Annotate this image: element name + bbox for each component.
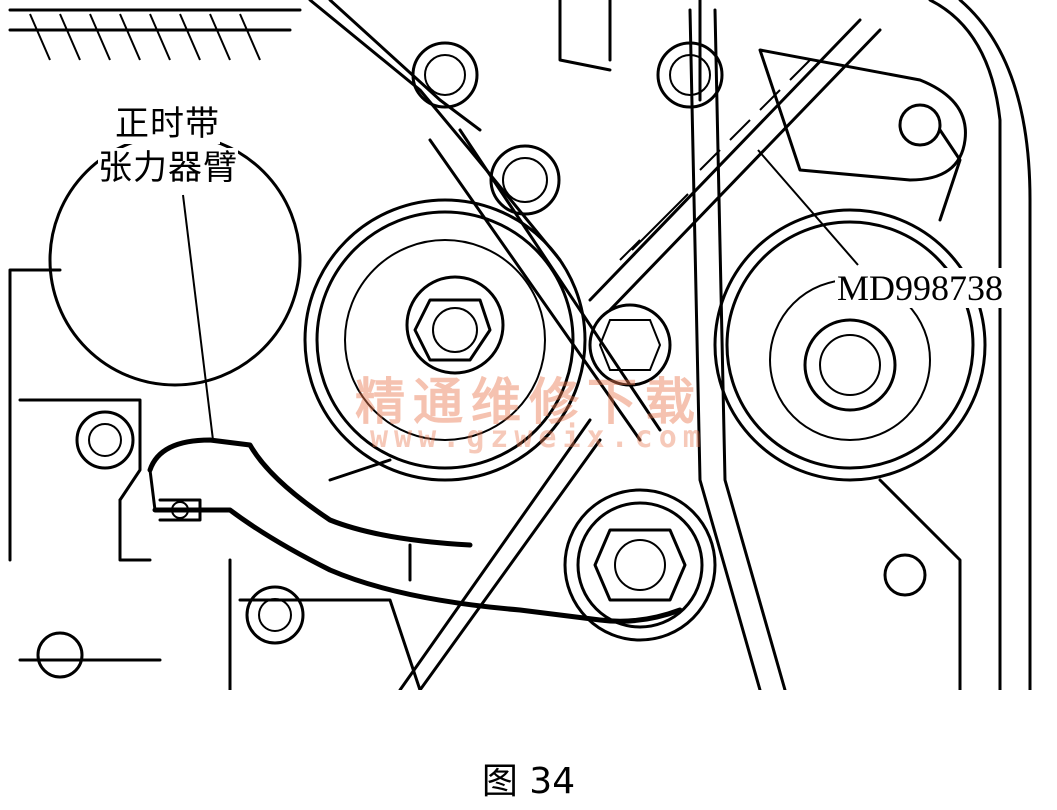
- small-bolt-holes: [36, 41, 927, 679]
- watermark-text: 精通维修下载: [355, 373, 703, 431]
- special-tool-rod: [588, 18, 882, 312]
- label-tensioner-arm-line1: 正时带: [115, 104, 220, 144]
- figure-caption: 图 34: [481, 761, 576, 802]
- label-tool-code: MD998738: [835, 268, 1006, 308]
- engine-drawing: [8, 0, 1032, 690]
- tensioner-arm: [147, 437, 683, 624]
- idler-pulley: [563, 303, 717, 642]
- crankshaft-sprocket-right: [713, 208, 987, 482]
- watermark-url: www.gzweix.com: [370, 420, 707, 455]
- leader-lines: [182, 149, 859, 441]
- label-tensioner-arm-line2: 张力器臂: [98, 148, 238, 188]
- timing-belt: [398, 8, 787, 690]
- tool-bracket: [758, 48, 967, 182]
- tensioner-pulley: [303, 198, 587, 482]
